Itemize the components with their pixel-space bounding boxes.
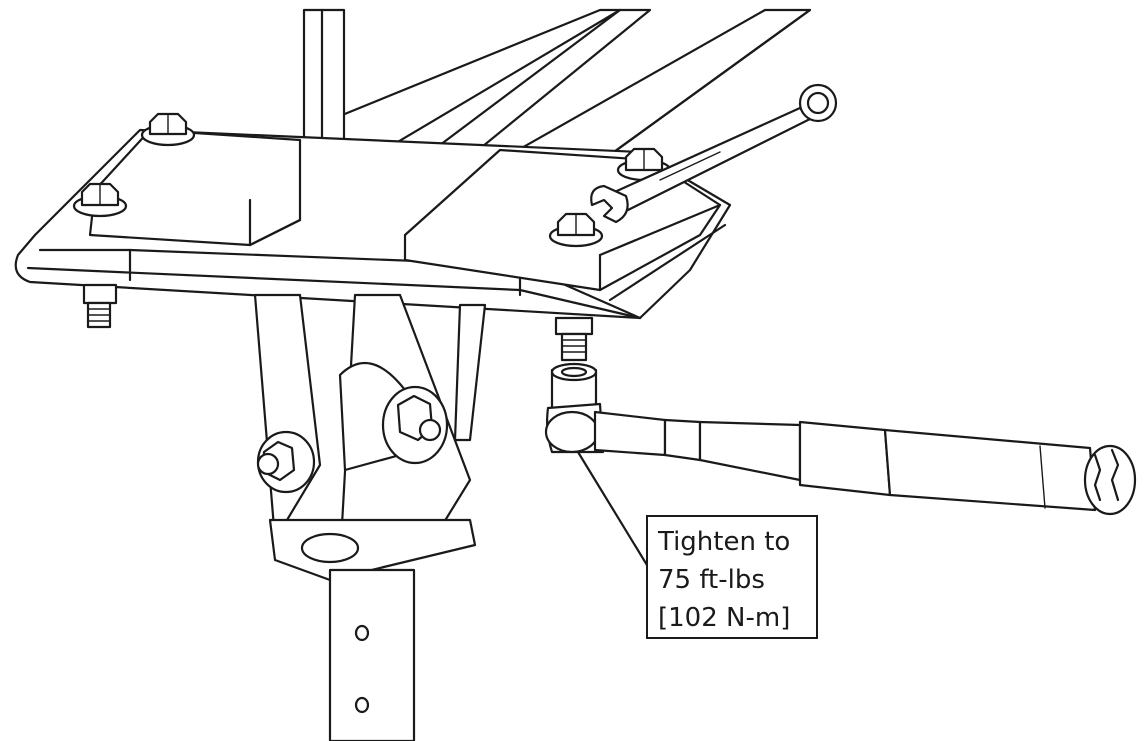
- bolt-2: [72, 182, 128, 218]
- swivel-bracket: [253, 293, 487, 582]
- torque-callout: Tighten to 75 ft-lbs [102 N-m]: [646, 515, 818, 639]
- bottom-bolts: [82, 283, 594, 362]
- callout-line-1: Tighten to: [658, 527, 791, 557]
- top-bolts: [72, 112, 672, 248]
- callout-leader: [576, 450, 652, 572]
- bolt-underside-right: [554, 316, 594, 362]
- mast-pipe: [328, 568, 416, 741]
- bolt-1: [140, 112, 196, 147]
- callout-line-3: [102 N-m]: [658, 603, 791, 633]
- combination-wrench-icon: [590, 83, 838, 224]
- bolt-underside-left: [82, 283, 118, 329]
- callout-line-2: 75 ft-lbs: [658, 565, 765, 595]
- bolt-4: [548, 212, 604, 248]
- mounting-plate: [14, 128, 732, 320]
- torque-wrench-icon: [544, 402, 1137, 516]
